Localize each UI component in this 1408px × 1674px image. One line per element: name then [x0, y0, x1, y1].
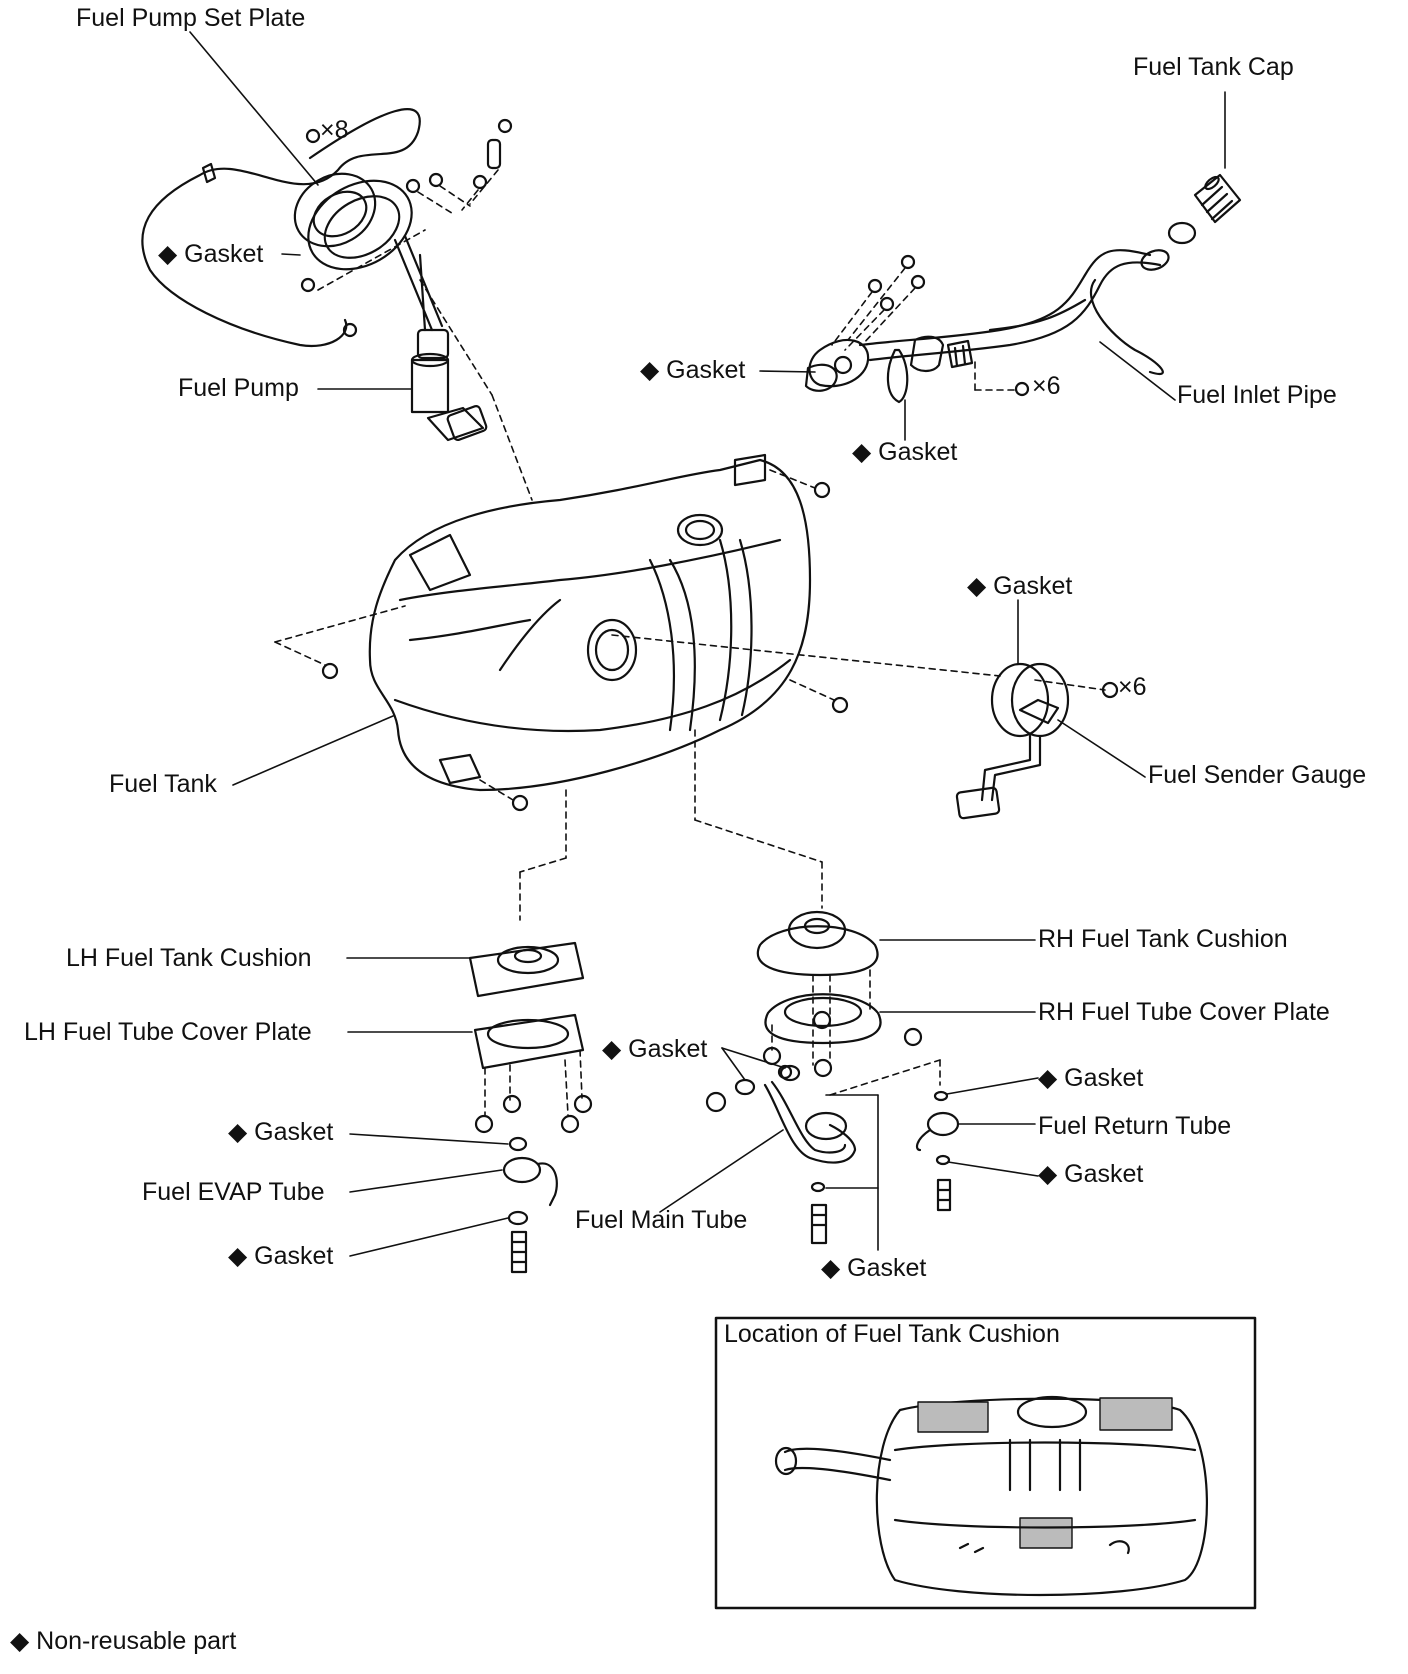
main-union-bolt — [810, 1203, 828, 1245]
lh-union-bolt — [510, 1230, 528, 1274]
label-lh-cushion: LH Fuel Tank Cushion — [66, 944, 312, 972]
inset-tank-outline — [774, 1395, 1208, 1597]
return-union-bolt — [936, 1178, 952, 1212]
inset-title: Location of Fuel Tank Cushion — [724, 1320, 1060, 1348]
main-gasket-top-a — [734, 1078, 756, 1096]
return-gasket-bottom-part — [935, 1154, 951, 1166]
label-gasket-pump: ◆ Gasket — [158, 240, 264, 268]
label-gasket-inlet-left: ◆ Gasket — [640, 356, 746, 384]
label-fuel-pump-set-plate: Fuel Pump Set Plate — [76, 4, 306, 32]
label-fuel-tank-cap: Fuel Tank Cap — [1133, 53, 1294, 81]
label-fuel-sender-gauge: Fuel Sender Gauge — [1148, 761, 1367, 789]
label-fuel-inlet-pipe: Fuel Inlet Pipe — [1177, 381, 1337, 409]
fuel-tank-body — [368, 453, 812, 792]
fuel-pump-set-plate — [293, 172, 377, 248]
main-gasket-top-b — [779, 1064, 801, 1082]
lh-bolts — [474, 1094, 593, 1134]
label-fuel-tank: Fuel Tank — [109, 770, 217, 798]
legend-non-reusable: ◆ Non-reusable part — [10, 1627, 237, 1655]
label-gasket-return-top: ◆ Gasket — [1038, 1064, 1144, 1092]
pump-gasket — [307, 179, 413, 271]
lh-gasket-top-part — [508, 1136, 528, 1152]
leader-lines — [189, 31, 1226, 1257]
label-fuel-return-tube: Fuel Return Tube — [1038, 1112, 1232, 1140]
label-x6-inlet: ×6 — [1032, 372, 1061, 400]
inlet-bolt-guides — [831, 267, 1015, 391]
label-rh-cushion: RH Fuel Tank Cushion — [1038, 925, 1288, 953]
main-gasket-bottom-part — [810, 1181, 826, 1193]
rh-fuel-tube-cover-plate — [764, 993, 882, 1045]
inlet-bolts — [867, 254, 1030, 397]
fuel-main-tube-part — [763, 1080, 857, 1164]
cap-seal-ring — [1167, 221, 1197, 245]
label-gasket-lh-bottom: ◆ Gasket — [228, 1242, 334, 1270]
label-gasket-main-bottom: ◆ Gasket — [821, 1254, 927, 1282]
set-plate-bolts — [300, 118, 513, 293]
rh-fuel-tank-cushion — [756, 910, 879, 977]
lh-gasket-bottom-part — [507, 1210, 529, 1226]
label-gasket-main-top: ◆ Gasket — [602, 1035, 708, 1063]
lh-fuel-tube-cover-plate — [473, 1013, 585, 1070]
label-fuel-evap-tube: Fuel EVAP Tube — [142, 1178, 325, 1206]
fuel-tank-cap — [1193, 173, 1242, 224]
fuel-return-tube-part — [915, 1111, 960, 1152]
label-lh-cover-plate: LH Fuel Tube Cover Plate — [24, 1018, 312, 1046]
fuel-evap-tube-part — [502, 1156, 558, 1207]
fuel-sender-gauge — [955, 662, 1119, 820]
tank-guides — [274, 469, 1106, 921]
label-fuel-main-tube: Fuel Main Tube — [575, 1206, 748, 1234]
fuel-pump-body — [393, 234, 488, 442]
fuel-inlet-pipe — [858, 249, 1170, 375]
tank-bolts — [321, 481, 849, 812]
inlet-mid-gasket — [886, 348, 909, 404]
label-fuel-pump: Fuel Pump — [178, 374, 299, 402]
label-gasket-inlet-mid: ◆ Gasket — [852, 438, 958, 466]
label-x6-sender: ×6 — [1118, 673, 1147, 701]
label-x8: ×8 — [320, 116, 349, 144]
fuel-pump-wire-harness — [141, 108, 421, 348]
return-gasket-top-part — [933, 1090, 949, 1102]
label-gasket-return-bottom: ◆ Gasket — [1038, 1160, 1144, 1188]
inlet-left-gasket-flange — [804, 339, 870, 392]
inset-frame — [714, 1316, 1257, 1610]
lh-fuel-tank-cushion — [468, 941, 585, 998]
label-gasket-lh-top: ◆ Gasket — [228, 1118, 334, 1146]
label-rh-cover-plate: RH Fuel Tube Cover Plate — [1038, 998, 1330, 1026]
rh-bolts — [705, 1010, 923, 1113]
label-gasket-sender: ◆ Gasket — [967, 572, 1073, 600]
lh-guides — [484, 1049, 583, 1116]
